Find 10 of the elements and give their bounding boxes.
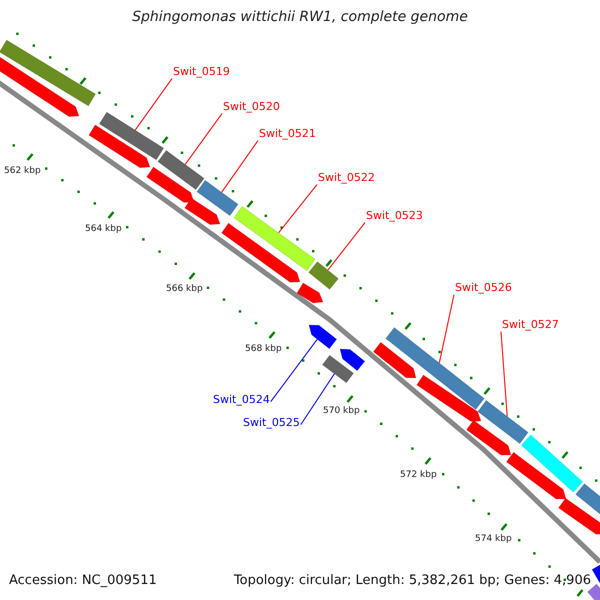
scale-label: 566 kbp bbox=[166, 284, 203, 294]
scale-label: 574 kbp bbox=[475, 534, 512, 544]
genome-summary: Topology: circular; Length: 5,382,261 bp; Genes: 4,906 bbox=[234, 574, 591, 589]
scale-label: 564 kbp bbox=[85, 224, 122, 234]
scale-label: 572 kbp bbox=[400, 470, 437, 480]
accession-label: Accession: NC_009511 bbox=[9, 574, 157, 589]
scale-label: 568 kbp bbox=[245, 344, 282, 354]
scale-label: 570 kbp bbox=[323, 406, 360, 416]
scale-label: 562 kbp bbox=[4, 166, 41, 176]
title: Sphingomonas wittichii RW1, complete genome bbox=[131, 9, 469, 26]
